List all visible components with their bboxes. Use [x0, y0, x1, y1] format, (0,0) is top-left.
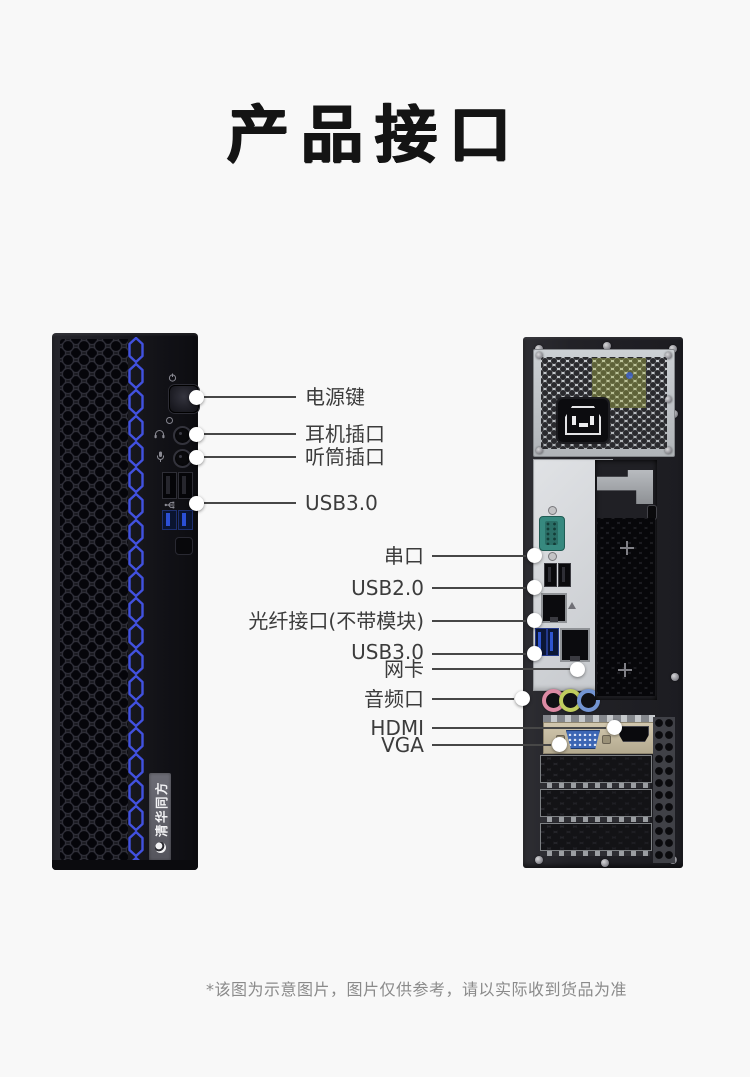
- serial-screw-post: [548, 506, 557, 515]
- screw: [665, 396, 672, 403]
- rear-usb2-port-2: [558, 563, 571, 587]
- leader-line: [432, 698, 514, 700]
- leader-line: [204, 456, 296, 458]
- psu-wire-blue: [626, 372, 633, 379]
- ethernet-port: [560, 628, 590, 662]
- screw: [671, 673, 679, 681]
- callout-dot: [570, 662, 585, 677]
- leader-line: [432, 555, 526, 557]
- ac-pin: [579, 423, 588, 427]
- leader-line: [204, 502, 296, 504]
- label-front-usb3: USB3.0: [305, 491, 378, 515]
- screw: [535, 856, 543, 864]
- power-button: [169, 385, 199, 413]
- mic-icon: [157, 451, 164, 462]
- screw: [603, 342, 611, 350]
- headphone-icon: [154, 430, 165, 439]
- fiber-port: [541, 593, 567, 623]
- bracket-edge: [543, 715, 655, 722]
- brand-name: 清华同方: [153, 781, 169, 838]
- front-tower-photo: 清华同方: [52, 333, 199, 870]
- serial-screw-post: [548, 552, 557, 561]
- label-hdmi: HDMI: [370, 716, 424, 740]
- screw: [536, 447, 543, 454]
- screw: [665, 447, 672, 454]
- brand-logo-icon: [154, 842, 166, 854]
- front-mesh-grille: [60, 339, 128, 860]
- ac-inlet-outline: [565, 406, 601, 435]
- callout-dot: [527, 613, 542, 628]
- label-mic-jack: 听筒插口: [305, 445, 385, 469]
- callout-dot: [189, 390, 204, 405]
- front-small-slot: [175, 537, 193, 555]
- leader-line: [432, 653, 526, 655]
- rear-vent-section: [595, 460, 657, 700]
- callout-dot: [527, 646, 542, 661]
- ac-power-inlet: [558, 399, 608, 442]
- vga-port: [566, 730, 600, 749]
- leader-line: [432, 620, 526, 622]
- label-headphone-jack: 耳机插口: [305, 422, 385, 446]
- screw: [536, 352, 543, 359]
- brand-lockup: 清华同方: [149, 774, 171, 860]
- hdmi-port: [619, 726, 649, 742]
- label-ethernet: 网卡: [384, 657, 424, 681]
- thumbscrew-cross: [618, 663, 632, 677]
- front-tower-base: [52, 860, 198, 870]
- label-audio-ports: 音频口: [364, 687, 424, 711]
- network-icon: [568, 602, 576, 609]
- screw: [601, 859, 609, 867]
- front-usb3-port-2: [178, 510, 193, 530]
- front-usb2-port-2: [178, 472, 193, 499]
- leader-line: [432, 587, 526, 589]
- callout-dot: [189, 496, 204, 511]
- rear-usb2-port-1: [544, 563, 557, 587]
- label-rear-usb2: USB2.0: [351, 576, 424, 600]
- leader-line: [204, 396, 296, 398]
- front-usb2-port-1: [162, 472, 177, 499]
- expansion-slot-cover: [540, 823, 652, 851]
- blue-chain-stripe: [127, 337, 145, 866]
- callout-dot: [515, 691, 530, 706]
- label-rear-usb3: USB3.0: [351, 640, 424, 664]
- usb-icon: [164, 501, 175, 509]
- callout-dot: [527, 548, 542, 563]
- rear-usb3-port-2: [547, 628, 559, 656]
- label-power-button: 电源键: [305, 385, 365, 409]
- vga-screw: [602, 735, 611, 744]
- ac-pin: [590, 416, 594, 425]
- side-vent-strip: [653, 717, 675, 863]
- leader-line: [204, 433, 296, 435]
- power-icon: [168, 373, 177, 382]
- serial-port: [539, 516, 565, 551]
- front-usb3-port-1: [162, 510, 177, 530]
- expansion-slot-cover: [540, 755, 652, 783]
- callout-dot: [552, 737, 567, 752]
- disclaimer-note: *该图为示意图片，图片仅供参考，请以实际收到货品为准: [206, 980, 628, 999]
- leader-line: [432, 744, 551, 746]
- screw: [665, 352, 672, 359]
- expansion-slot-cover: [540, 789, 652, 817]
- slot-divider: [540, 783, 650, 788]
- rear-tower-photo: [523, 337, 683, 868]
- psu-panel: [533, 349, 675, 457]
- led-icon: [166, 417, 173, 424]
- label-serial-port: 串口: [384, 544, 424, 568]
- thumbscrew-cross: [620, 541, 634, 555]
- page-title: 产品接口: [226, 98, 523, 171]
- leader-line: [432, 668, 570, 670]
- callout-dot: [189, 427, 204, 442]
- label-vga: VGA: [381, 733, 424, 757]
- ac-pin: [572, 416, 576, 425]
- callout-dot: [527, 580, 542, 595]
- audio-jack-linein-blue: [577, 689, 600, 712]
- label-fiber-port: 光纤接口(不带模块): [248, 609, 424, 633]
- leader-line: [432, 727, 606, 729]
- slot-divider: [540, 817, 650, 822]
- brand-strip: 清华同方: [149, 773, 171, 861]
- callout-dot: [189, 450, 204, 465]
- slot-divider: [540, 851, 650, 856]
- callout-dot: [607, 720, 622, 735]
- case-latch: [597, 470, 653, 504]
